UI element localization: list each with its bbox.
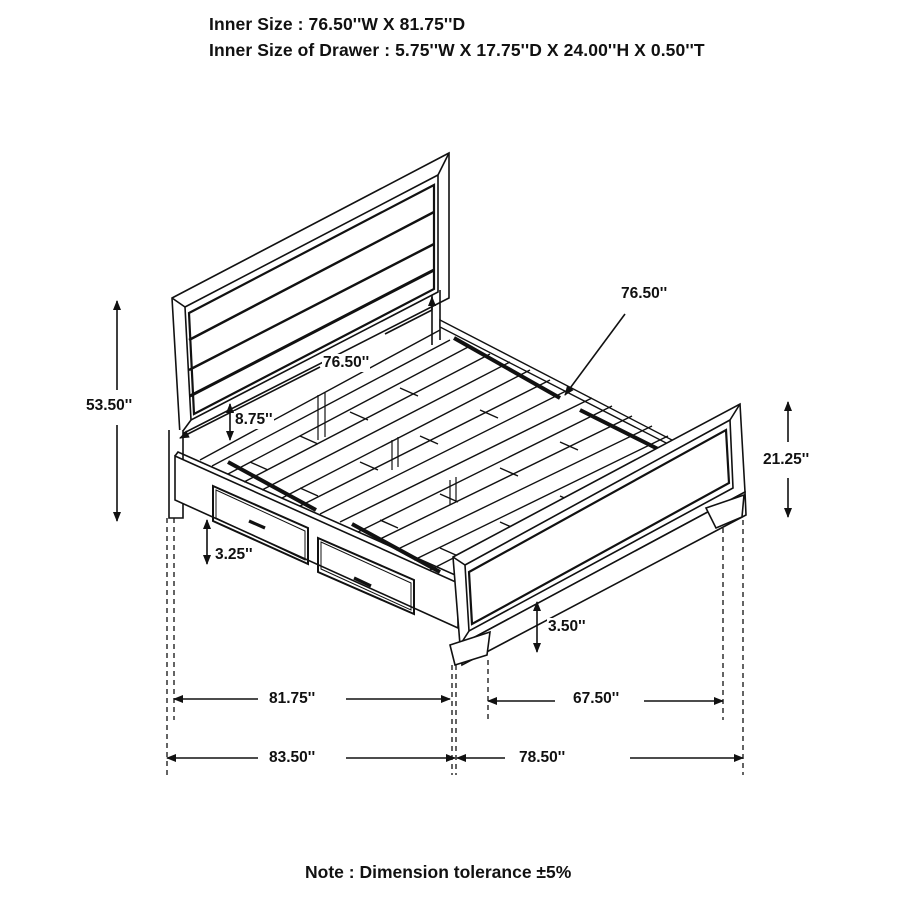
footboard-height-label: 21.25''	[762, 451, 811, 469]
headboard-gap-label: 8.75''	[234, 411, 274, 429]
tolerance-note: Note : Dimension tolerance ±5%	[305, 862, 572, 882]
inner-size-drawer-label: Inner Size of Drawer : 5.75''W X 17.75''…	[209, 40, 705, 60]
side-rail-clearance-label: 3.25''	[214, 546, 254, 564]
overall-width-label: 78.50''	[518, 749, 567, 767]
overall-height-label: 53.50''	[85, 397, 134, 415]
inner-length-label: 81.75''	[268, 690, 317, 708]
footboard	[449, 402, 747, 667]
dimension-arrows	[113, 296, 792, 762]
slat-width-callout-label: 76.50''	[620, 285, 669, 303]
footboard-inner-width-label: 67.50''	[572, 690, 621, 708]
footboard-clearance-label: 3.50''	[547, 618, 587, 636]
inner-size-label: Inner Size : 76.50''W X 81.75''D	[209, 14, 466, 34]
headboard-inner-width-label: 76.50''	[322, 354, 371, 372]
overall-length-label: 83.50''	[268, 749, 317, 767]
mattress-platform	[199, 318, 673, 574]
headboard	[168, 151, 450, 519]
